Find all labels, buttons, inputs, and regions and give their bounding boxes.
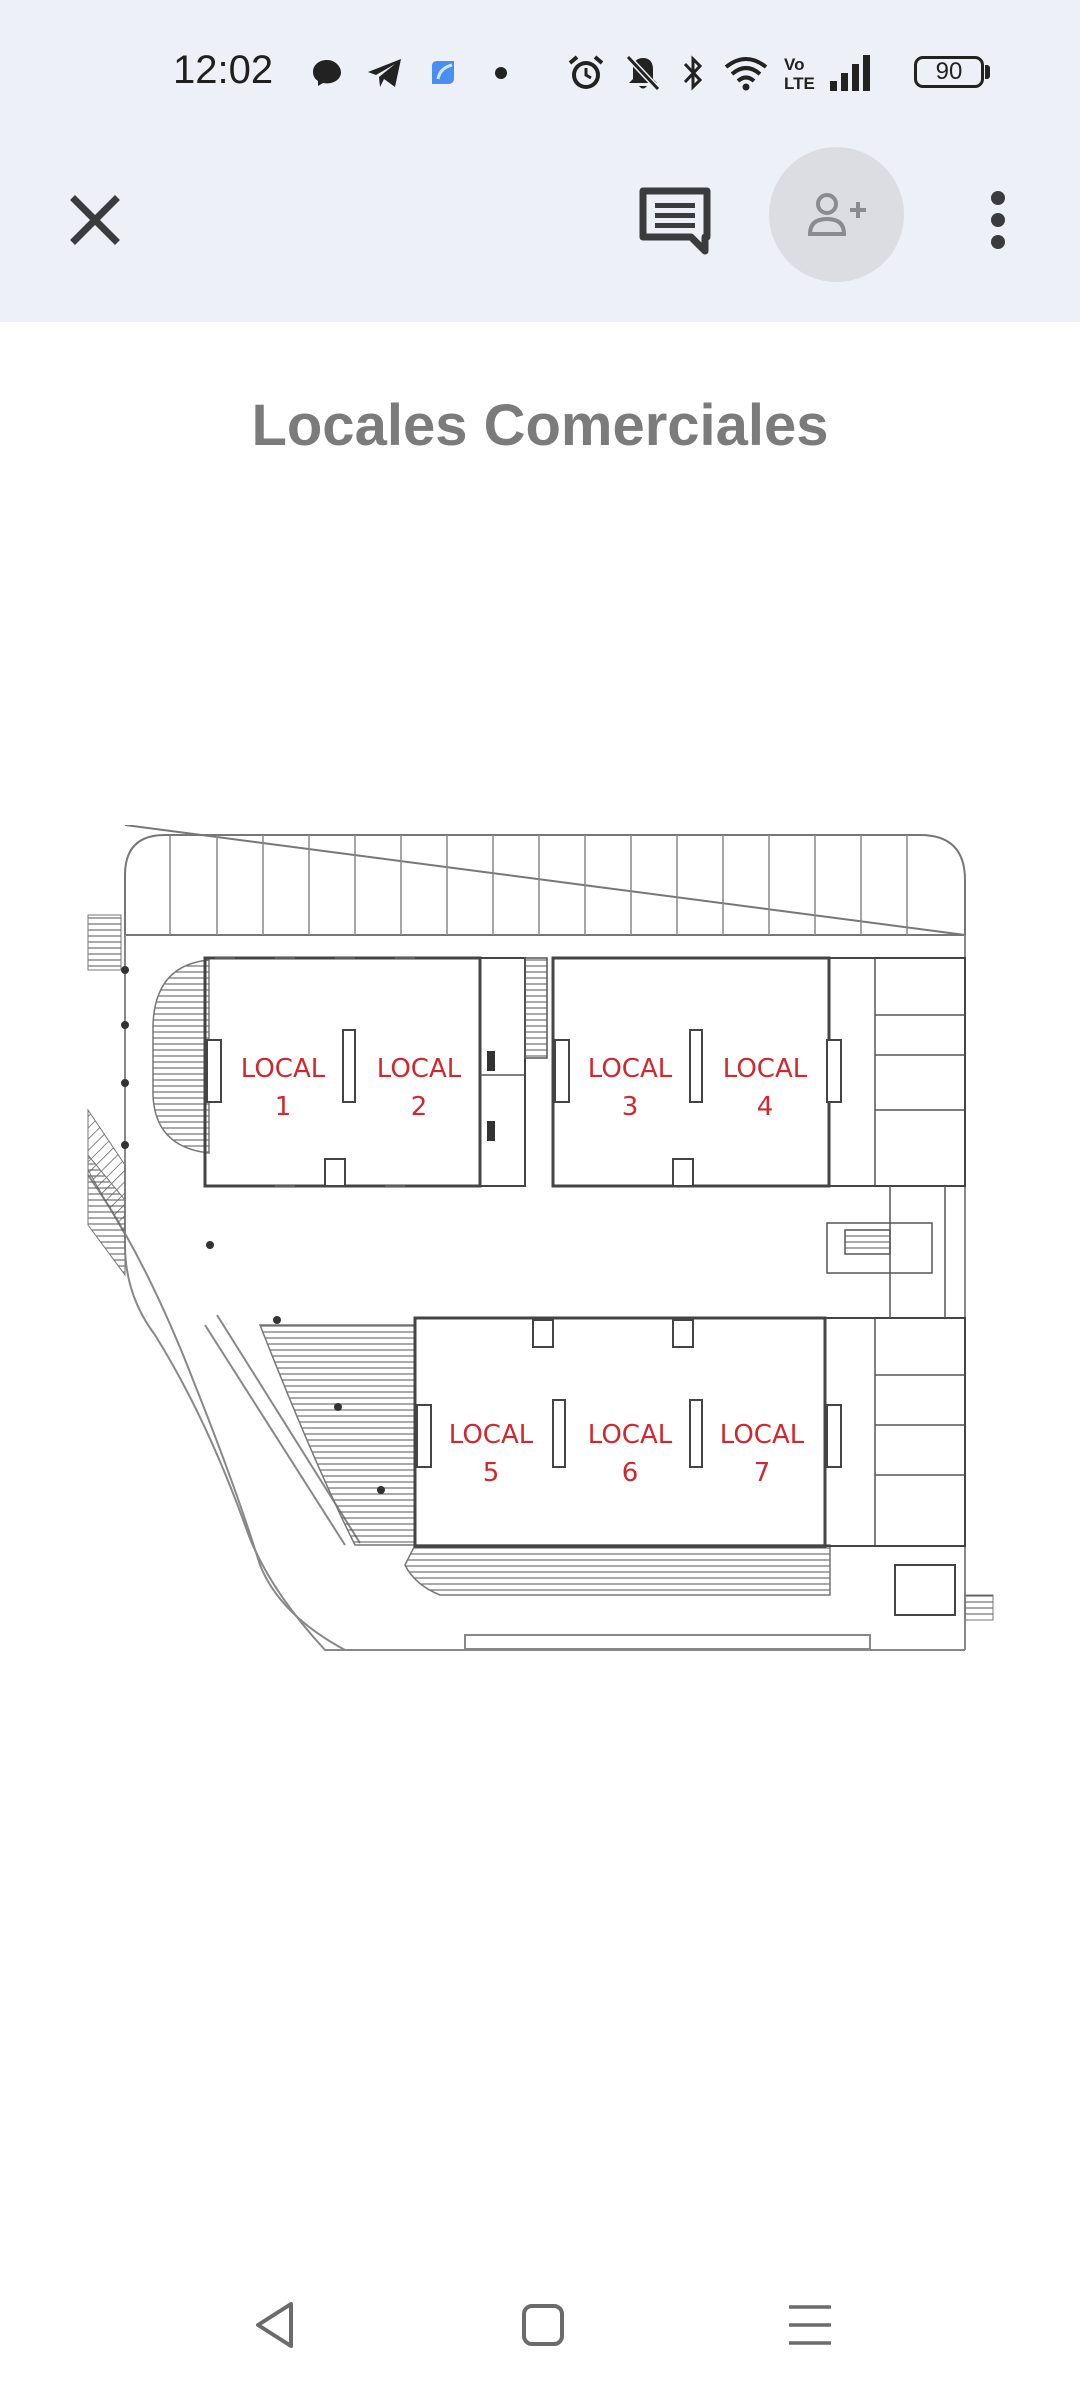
- svg-text:Vo: Vo: [784, 55, 804, 74]
- status-left-icons: [310, 48, 508, 98]
- local-3-number: 3: [622, 1092, 639, 1122]
- back-button[interactable]: [220, 2270, 330, 2380]
- signal-icon: [828, 53, 874, 93]
- local-7-number: 7: [754, 1458, 771, 1488]
- recents-button[interactable]: [755, 2270, 865, 2380]
- close-icon: [70, 195, 120, 245]
- local-2-label: LOCAL: [377, 1054, 462, 1084]
- local-1-number: 1: [275, 1092, 292, 1122]
- comments-button[interactable]: [630, 175, 720, 265]
- local-6-label: LOCAL: [588, 1420, 673, 1450]
- local-5-label: LOCAL: [449, 1420, 534, 1450]
- bluetooth-icon: [680, 53, 706, 93]
- wifi-icon: [722, 53, 770, 93]
- app-icon: [426, 56, 460, 90]
- local-1-label: LOCAL: [241, 1054, 326, 1084]
- local-6-number: 6: [622, 1458, 639, 1488]
- telegram-icon: [366, 56, 404, 90]
- local-3-label: LOCAL: [588, 1054, 673, 1084]
- add-people-button[interactable]: [769, 147, 904, 282]
- home-square-icon: [522, 2304, 564, 2346]
- local-5-number: 5: [483, 1458, 500, 1488]
- local-4-number: 4: [757, 1092, 774, 1122]
- person-add-icon: [807, 192, 866, 236]
- system-nav-bar: [0, 2270, 1080, 2380]
- local-7-label: LOCAL: [720, 1420, 805, 1450]
- document-title: Locales Comerciales: [251, 393, 829, 458]
- svg-text:LTE: LTE: [784, 74, 815, 93]
- recents-menu-icon: [789, 2305, 831, 2345]
- back-triangle-icon: [256, 2302, 293, 2348]
- battery-level: 90: [935, 58, 963, 85]
- bell-off-icon: [624, 53, 662, 93]
- more-options-button[interactable]: [960, 175, 1035, 265]
- battery-tip: [985, 65, 990, 79]
- home-button[interactable]: [488, 2270, 598, 2380]
- dot-icon: [494, 66, 508, 80]
- battery-icon: 90: [914, 56, 984, 88]
- messenger-icon: [310, 57, 344, 89]
- status-time: 12:02: [173, 48, 274, 92]
- local-4-label: LOCAL: [723, 1054, 808, 1084]
- close-button[interactable]: [55, 180, 135, 260]
- floor-plan: LOCAL 1 LOCAL 2 LOCAL 3 LOCAL 4 LOCAL 5 …: [87, 825, 994, 1651]
- comment-icon: [639, 187, 711, 255]
- local-2-number: 2: [411, 1092, 428, 1122]
- more-vert-icon: [990, 191, 1005, 249]
- alarm-icon: [566, 53, 606, 93]
